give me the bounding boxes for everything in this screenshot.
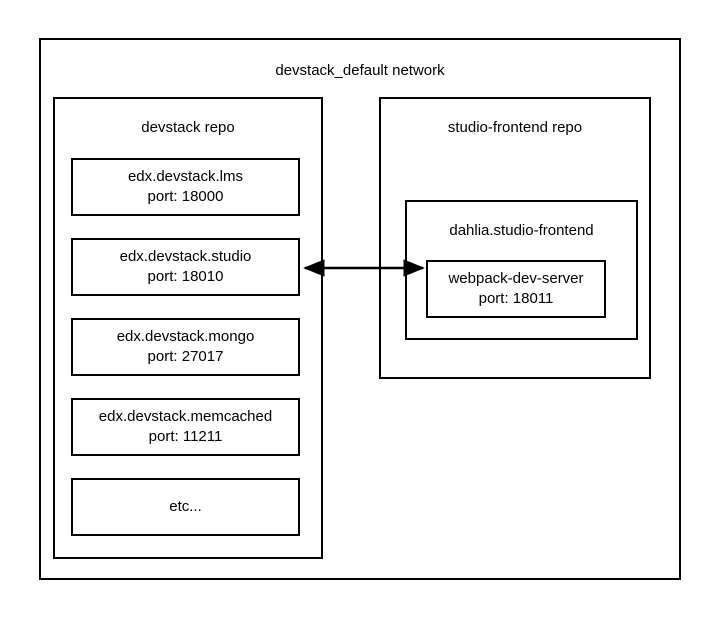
service-node-port: port: 27017: [147, 348, 224, 365]
service-node-mongo: edx.devstack.mongo port: 27017: [71, 318, 300, 376]
service-node-name: edx.devstack.memcached: [98, 408, 273, 425]
service-node-name: edx.devstack.mongo: [116, 328, 255, 345]
service-node-name: edx.devstack.lms: [127, 168, 244, 185]
service-node-name: etc...: [169, 498, 202, 515]
network-title: devstack_default network: [275, 62, 445, 79]
service-node-webpack-dev-server: webpack-dev-server port: 18011: [426, 260, 606, 318]
service-node-port: port: 18000: [147, 188, 224, 205]
service-node-port: port: 18011: [478, 290, 554, 307]
service-node-port: port: 18010: [147, 268, 224, 285]
service-node-etc: etc...: [71, 478, 300, 536]
group-studio-frontend-repo-title: studio-frontend repo: [447, 119, 583, 136]
service-node-studio: edx.devstack.studio port: 18010: [71, 238, 300, 296]
service-node-name: webpack-dev-server: [448, 270, 584, 287]
container-dahlia-title: dahlia.studio-frontend: [449, 222, 594, 239]
service-node-lms: edx.devstack.lms port: 18000: [71, 158, 300, 216]
service-node-name: edx.devstack.studio: [119, 248, 252, 265]
service-node-memcached: edx.devstack.memcached port: 11211: [71, 398, 300, 456]
service-node-port: port: 11211: [148, 428, 223, 445]
group-devstack-repo-title: devstack repo: [141, 119, 235, 136]
connector-double-arrow-icon: [303, 259, 425, 277]
